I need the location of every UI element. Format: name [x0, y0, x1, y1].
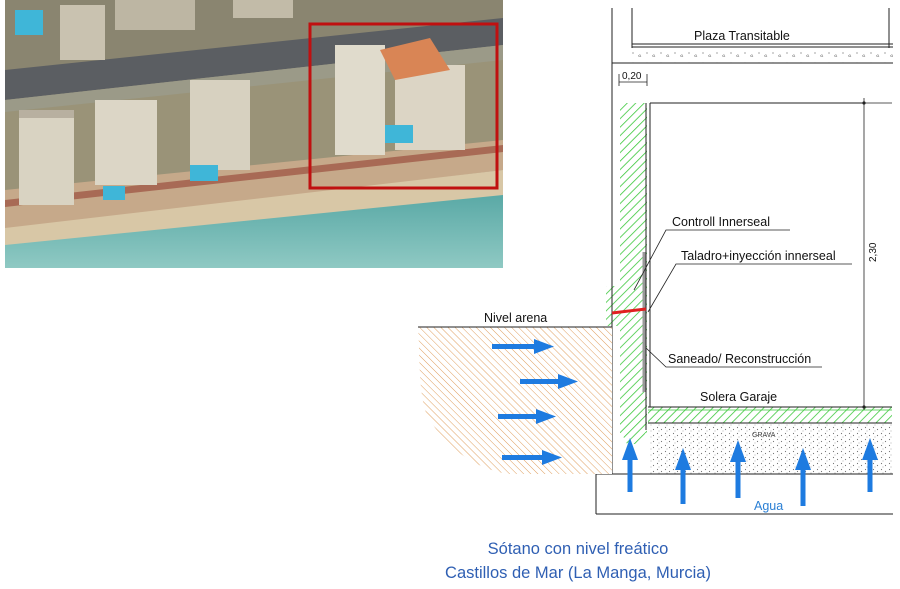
upward-arrow [622, 438, 638, 492]
upward-arrow [730, 440, 746, 498]
sand-ground [418, 327, 612, 474]
solera-garaje-label: Solera Garaje [700, 390, 777, 404]
width-dimension [618, 74, 648, 86]
upward-arrow [862, 438, 878, 492]
lateral-arrow [502, 450, 562, 465]
upward-arrow [795, 448, 811, 506]
gravel-layer [650, 424, 892, 474]
nivel-arena-label: Nivel arena [484, 311, 547, 325]
gravel-label: GRAVA [752, 432, 776, 439]
highlight-box [308, 22, 499, 190]
lateral-arrow [520, 374, 578, 389]
lateral-water-arrows [492, 339, 578, 465]
leader-lines [633, 229, 852, 368]
lateral-arrow [498, 409, 556, 424]
plaza-slab [611, 8, 893, 70]
agua-label: Agua [754, 499, 783, 513]
taladro-label: Taladro+inyección innerseal [681, 249, 836, 263]
width-dimension-label: 0,20 [622, 71, 642, 82]
plaza-label: Plaza Transitable [694, 29, 790, 43]
caption-line-1: Sótano con nivel freático [487, 540, 669, 558]
injection-line [611, 307, 647, 315]
height-dimension [858, 98, 892, 410]
lateral-arrow [492, 339, 554, 354]
height-dimension-label: 2,30 [868, 242, 879, 262]
aerial-photo [5, 0, 503, 268]
upward-arrow [675, 448, 691, 504]
upward-water-arrows [622, 438, 878, 506]
controll-innerseal-label: Controll Innerseal [672, 215, 770, 229]
saneado-label: Saneado/ Reconstrucción [668, 352, 811, 366]
caption-line-2: Castillos de Mar (La Manga, Murcia) [445, 564, 711, 582]
